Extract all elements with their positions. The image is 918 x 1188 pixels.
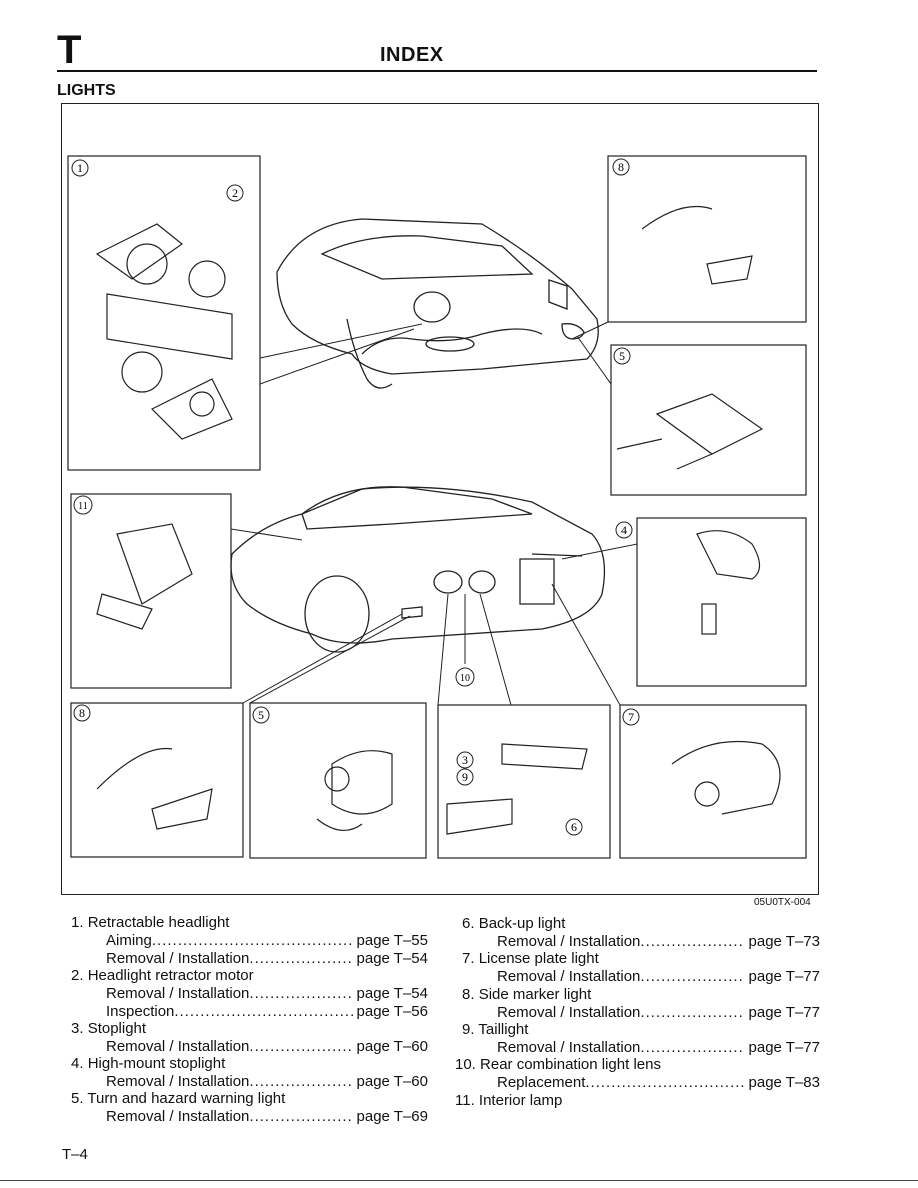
legend-item-11: 11. Interior lamp <box>455 1092 563 1109</box>
svg-text:5: 5 <box>619 349 625 363</box>
legend-row: Removal / Installation..................… <box>106 1038 428 1055</box>
legend-item-10: 10. Rear combination light lens <box>455 1056 661 1073</box>
legend-item-8: 8. Side marker light <box>462 986 592 1003</box>
svg-text:8: 8 <box>79 706 85 720</box>
legend-item-9: 9. Taillight <box>462 1021 529 1038</box>
callout-11: 11 <box>73 495 93 515</box>
detail-box-side-marker-rear <box>70 702 244 858</box>
svg-text:11: 11 <box>78 501 88 512</box>
legend-row: Removal / Installation..................… <box>106 985 428 1002</box>
legend-item-4: 4. High-mount stoplight <box>71 1055 226 1072</box>
legend-item-1: 1. Retractable headlight <box>71 914 230 931</box>
svg-text:4: 4 <box>621 523 627 537</box>
detail-box-headlight <box>67 155 261 471</box>
footer-rule <box>0 1180 918 1181</box>
page-title: INDEX <box>380 44 444 66</box>
svg-text:9: 9 <box>462 770 468 784</box>
legend-row: Removal / Installation..................… <box>106 950 428 967</box>
svg-text:8: 8 <box>618 160 624 174</box>
callout-1: 1 <box>71 159 89 177</box>
legend-row: Inspection..............................… <box>106 1003 428 1020</box>
callout-7: 7 <box>622 708 640 726</box>
callout-10: 10 <box>455 667 475 687</box>
legend-item-3: 3. Stoplight <box>71 1020 147 1037</box>
callout-8b: 8 <box>73 704 91 722</box>
section-letter: T <box>57 28 82 72</box>
svg-text:7: 7 <box>628 710 634 724</box>
legend-row: Removal / Installation..................… <box>497 1039 820 1056</box>
header-rule <box>57 70 817 72</box>
figure-frame: 1 2 8 5 11 4 10 8 5 7 3 9 6 <box>61 103 819 895</box>
detail-sketches <box>95 205 781 835</box>
car-rear-view <box>230 486 606 653</box>
svg-text:10: 10 <box>460 673 470 684</box>
callout-labels: 1 2 8 5 11 4 10 8 5 7 3 9 6 <box>71 158 640 836</box>
detail-box-license-light <box>619 704 807 859</box>
detail-box-side-marker-front <box>607 155 807 323</box>
detail-box-rear-combination <box>437 704 611 859</box>
callout-5a: 5 <box>613 347 631 365</box>
legend-row: Aiming..................................… <box>106 932 428 949</box>
car-front-view <box>276 218 599 389</box>
svg-text:5: 5 <box>258 708 264 722</box>
legend-item-6: 6. Back-up light <box>462 915 566 932</box>
legend-row: Removal / Installation..................… <box>497 968 820 985</box>
callout-3: 3 <box>456 751 474 769</box>
callout-2: 2 <box>226 184 244 202</box>
page-number: T–4 <box>62 1146 88 1163</box>
callout-4: 4 <box>615 521 633 539</box>
lights-illustration: 1 2 8 5 11 4 10 8 5 7 3 9 6 <box>67 155 807 859</box>
callout-8a: 8 <box>612 158 630 176</box>
svg-text:1: 1 <box>77 161 83 175</box>
detail-box-interior-lamp <box>70 493 232 689</box>
legend-item-5: 5. Turn and hazard warning light <box>71 1090 286 1107</box>
legend-item-7: 7. License plate light <box>462 950 599 967</box>
svg-text:3: 3 <box>462 753 468 767</box>
callout-6: 6 <box>565 818 583 836</box>
legend-row: Removal / Installation..................… <box>106 1108 428 1125</box>
svg-text:2: 2 <box>232 186 238 200</box>
legend-row: Removal / Installation..................… <box>497 1004 820 1021</box>
callout-9: 9 <box>456 768 474 786</box>
legend-row: Removal / Installation..................… <box>497 933 820 950</box>
svg-text:6: 6 <box>571 820 577 834</box>
detail-box-bumper-lamp <box>249 702 427 859</box>
legend-row: Replacement.............................… <box>497 1074 820 1091</box>
legend-row: Removal / Installation..................… <box>106 1073 428 1090</box>
legend-item-2: 2. Headlight retractor motor <box>71 967 254 984</box>
callout-5b: 5 <box>252 706 270 724</box>
detail-box-turn-light <box>610 344 807 496</box>
figure-code: 05U0TX-004 <box>754 897 811 908</box>
detail-box-high-mount <box>636 517 807 687</box>
section-heading: LIGHTS <box>57 82 116 99</box>
